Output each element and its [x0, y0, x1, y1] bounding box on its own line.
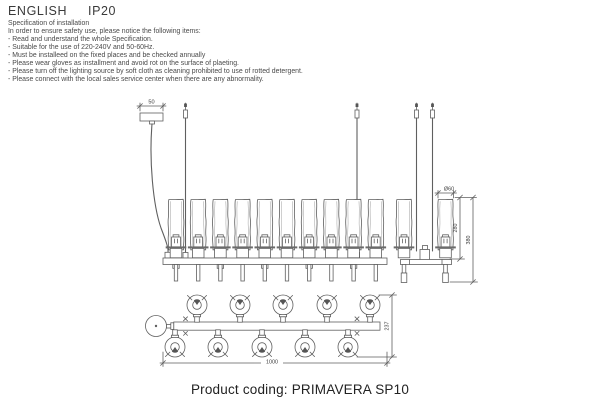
footer-product-coding: Product coding: PRIMAVERA SP10 [190, 382, 410, 397]
spec-item: - Please turn off the lighting source by… [8, 68, 303, 76]
spec-text-block: Specification of installation In order t… [8, 20, 438, 84]
header-language: ENGLISH [8, 4, 68, 18]
dim-canopy-width: 50 [136, 100, 167, 112]
spec-item: - Please connect with the local sales se… [8, 76, 264, 84]
canopy-top-view [145, 315, 175, 337]
dim-plan-depth: 237 [356, 292, 397, 360]
svg-text:280: 280 [453, 224, 459, 233]
spec-intro: In order to ensure safety use, please no… [8, 28, 201, 36]
spec-title: Specification of installation [8, 20, 90, 27]
svg-text:Ø60: Ø60 [444, 187, 454, 193]
dim-bar-length: 1000 [159, 351, 391, 367]
header-ip-rating: IP20 [88, 4, 117, 18]
glass-tubes-row [165, 198, 387, 259]
spec-item: - Must be installeed on the fixed places… [8, 52, 206, 60]
dim-fixture-height: 380 [449, 194, 478, 285]
svg-text:237: 237 [385, 322, 391, 331]
plan-view: 1000 237 [145, 292, 397, 367]
center-bracket [400, 245, 452, 265]
spec-item: - Please wear gloves as installment and … [8, 60, 239, 68]
side-stems [400, 264, 449, 283]
svg-text:1000: 1000 [266, 359, 278, 365]
side-view: Ø60 280 380 [393, 102, 478, 285]
front-view: 50 [136, 100, 388, 282]
svg-text:380: 380 [466, 236, 472, 245]
power-cable [150, 123, 169, 253]
spec-item: - Suitable for the use of 220-240V and 5… [8, 44, 155, 52]
spec-item: - Read and understand the whole Specific… [8, 36, 153, 44]
stems-row [172, 264, 378, 282]
mounting-bar [162, 257, 388, 265]
cable-connector [164, 251, 171, 259]
plan-bar [173, 321, 381, 331]
dim-tube-height: 280 [449, 194, 477, 262]
svg-text:50: 50 [148, 100, 154, 106]
dim-tube-diameter: Ø60 [434, 187, 457, 199]
canopy-box [139, 112, 164, 125]
